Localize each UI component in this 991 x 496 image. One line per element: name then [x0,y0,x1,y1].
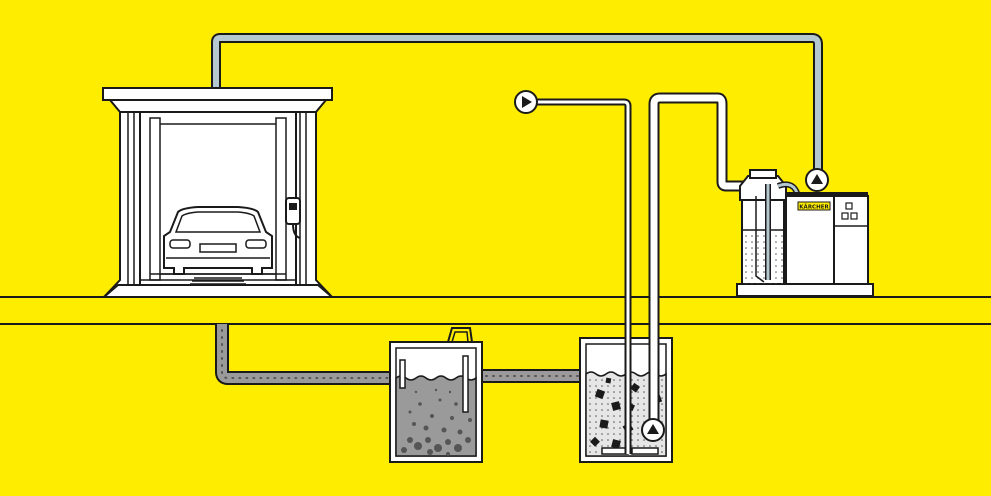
drain-pipe [215,324,393,385]
pump-up-icon [641,418,665,442]
play-icon [514,90,538,114]
water-treatment-unit: KÄRCHER [736,169,874,297]
car [163,206,273,275]
brand-label: KÄRCHER [799,204,829,211]
pump-line [648,92,748,430]
aeration-line [537,98,632,454]
pump-up-icon [805,168,829,192]
sedimentation-tank [389,327,483,463]
overflow-pipe [481,369,583,383]
return-pipe [211,33,823,175]
